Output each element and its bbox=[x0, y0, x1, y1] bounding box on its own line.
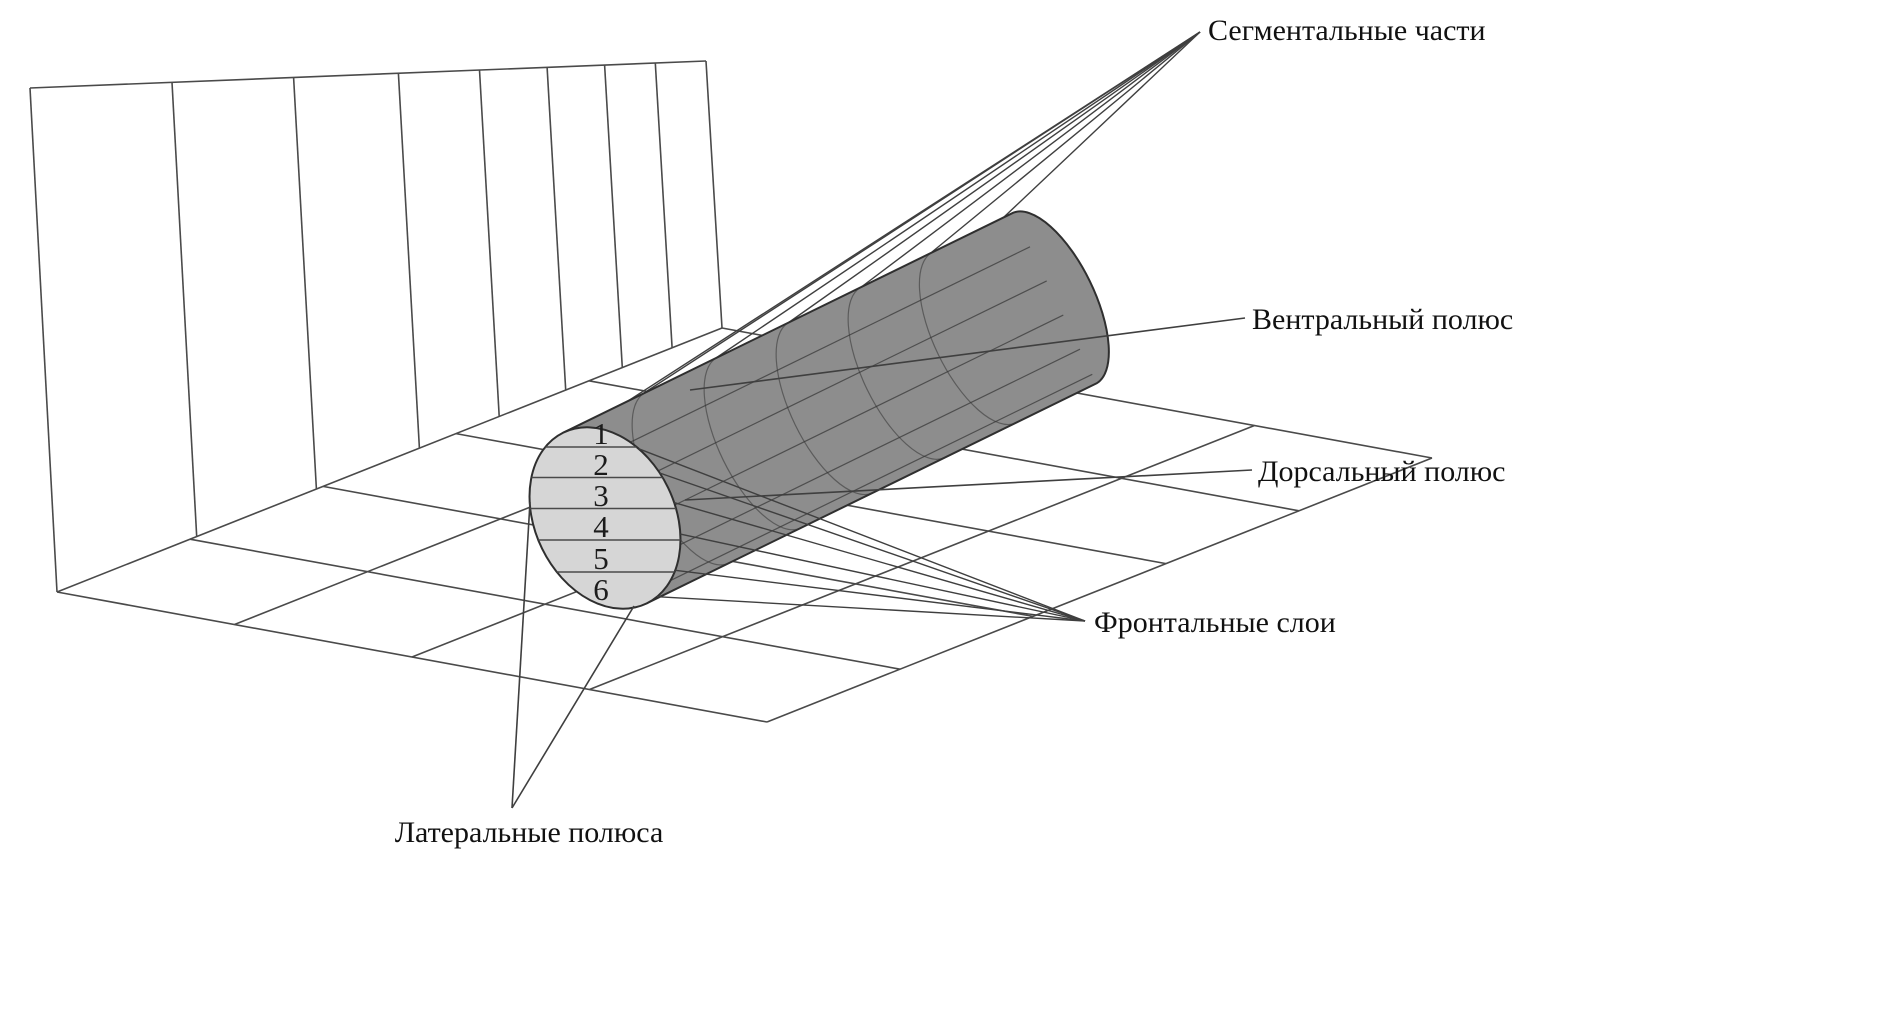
label-segmental-parts: Сегментальные части bbox=[1208, 14, 1486, 47]
frontal-fan-line bbox=[638, 448, 1086, 622]
segmental-fan-line bbox=[859, 31, 1201, 289]
face-layer-number: 4 bbox=[593, 509, 609, 544]
label-lateral-poles: Латеральные полюса bbox=[395, 816, 664, 849]
face-layer-number: 3 bbox=[593, 478, 609, 513]
segmental-fan-lines bbox=[582, 31, 1201, 431]
frontal-fan-line bbox=[673, 501, 1086, 622]
label-frontal-layers: Фронтальные слои bbox=[1094, 606, 1336, 639]
cylinder-front-face bbox=[528, 426, 682, 610]
face-layer-number: 6 bbox=[593, 572, 609, 607]
label-ventral-pole: Вентральный полюс bbox=[1252, 303, 1513, 336]
face-layer-number: 1 bbox=[593, 416, 609, 451]
frontal-fan-line bbox=[659, 472, 1086, 622]
dorsal-pole-leader bbox=[684, 469, 1253, 501]
face-layer-number: 5 bbox=[593, 541, 609, 576]
segmental-fan-line bbox=[787, 31, 1201, 324]
segmental-fan-line bbox=[931, 31, 1201, 253]
frontal-fan-line bbox=[680, 533, 1086, 622]
lateral-pole-leader-left bbox=[511, 501, 531, 809]
frontal-fan-line bbox=[675, 569, 1086, 622]
frontal-fan-line bbox=[656, 596, 1086, 622]
cylinder-surface-lines bbox=[630, 246, 1093, 582]
ventral-pole-leader bbox=[689, 317, 1246, 391]
segmental-fan-line bbox=[643, 31, 1201, 394]
cylinder: 1 2 3 4 5 6 bbox=[510, 210, 1110, 610]
segmental-fan-line bbox=[1003, 31, 1201, 218]
face-layer-number: 2 bbox=[593, 447, 609, 482]
segmental-fan-line bbox=[715, 31, 1201, 359]
label-dorsal-pole: Дорсальный полюс bbox=[1258, 455, 1506, 488]
back-wall-grid bbox=[29, 60, 723, 593]
lateral-pole-leader-right bbox=[511, 605, 635, 809]
lateral-poles-leader-lines bbox=[511, 501, 635, 809]
front-face-layer-numbers: 1 2 3 4 5 6 bbox=[593, 416, 609, 607]
frontal-layers-fan-lines bbox=[638, 448, 1086, 622]
